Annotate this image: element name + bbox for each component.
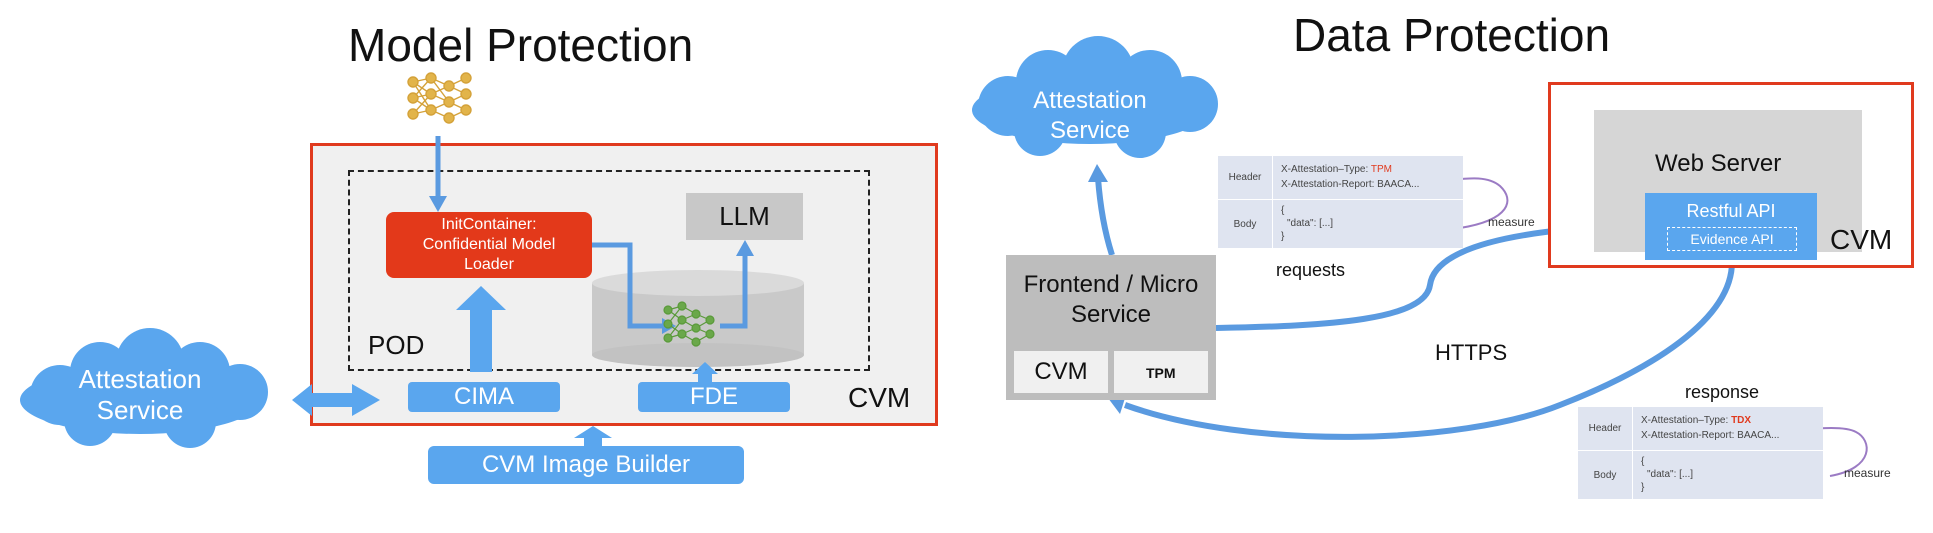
- pod-label: POD: [368, 330, 425, 360]
- request-body-data: "data": [...]: [1287, 218, 1334, 229]
- arrow-cima-to-init: [456, 286, 506, 372]
- cima-box: CIMA: [408, 382, 560, 412]
- request-body-value-cell: { "data": [...] }: [1273, 200, 1463, 248]
- model-protection-title: Model Protection: [348, 19, 694, 71]
- attestation-cloud-right-icon: [972, 36, 1218, 158]
- arrow-model-to-init: [429, 136, 447, 212]
- response-body-label-cell: Body: [1578, 451, 1633, 499]
- response-body-value-cell: { "data": [...] }: [1633, 451, 1823, 499]
- response-table: Header X-Attestation–Type: TDX X-Attesta…: [1578, 407, 1823, 499]
- pod-boundary: [348, 170, 870, 371]
- request-type-prefix: X-Attestation–Type:: [1281, 164, 1371, 175]
- model-cvm-label: CVM: [848, 382, 911, 413]
- tpm-box: [1114, 351, 1208, 393]
- frontend-service-box: Frontend / Micro Service CVM: [1006, 255, 1216, 400]
- response-type-prefix: X-Attestation–Type:: [1641, 415, 1732, 426]
- cima-label: CIMA: [454, 383, 514, 410]
- response-body-label: Body: [1593, 469, 1617, 481]
- response-header-value-cell: X-Attestation–Type: TDX X-Attestation-Re…: [1633, 407, 1823, 451]
- model-network-icon-green: [663, 301, 715, 347]
- server-cvm-label: CVM: [1830, 224, 1893, 255]
- frontend-service-label: Frontend / Micro Service: [1023, 271, 1199, 328]
- attestation-service-left-label: Attestation Service: [78, 364, 202, 425]
- evidence-api-box: Evidence API: [1667, 227, 1797, 251]
- init-container-box: InitContainer: Confidential Model Loader: [386, 212, 592, 278]
- frontend-cvm-label: CVM: [1034, 358, 1088, 385]
- arrow-attestation-cima: [292, 384, 380, 416]
- fde-box: FDE: [638, 382, 790, 412]
- attestation-service-right-label: Attestation Service: [1033, 87, 1147, 144]
- arrow-fde-to-disk: [692, 362, 718, 384]
- request-body-open: {: [1281, 205, 1285, 216]
- arrow-frontend-to-attestation: [1088, 164, 1115, 256]
- request-body-close: }: [1281, 231, 1285, 242]
- fde-label: FDE: [690, 383, 738, 410]
- request-type-value: TPM: [1370, 164, 1392, 175]
- restful-api-box: Restful API Evidence API: [1645, 193, 1817, 260]
- response-header-label: Header: [1588, 423, 1622, 434]
- response-report: X-Attestation-Report: BAACA...: [1641, 430, 1780, 441]
- encrypted-disk-icon: [592, 270, 804, 367]
- request-header-value-cell: X-Attestation–Type: TPM X-Attestation-Re…: [1273, 156, 1463, 200]
- response-body-close: }: [1641, 482, 1645, 493]
- data-protection-title: Data Protection: [1293, 9, 1611, 61]
- request-body-label-cell: Body: [1218, 200, 1273, 248]
- request-report: X-Attestation-Report: BAACA...: [1281, 179, 1420, 190]
- cvm-image-builder-label: CVM Image Builder: [481, 451, 691, 478]
- request-body-label: Body: [1233, 218, 1257, 230]
- frontend-cvm-box: CVM: [1014, 351, 1108, 393]
- cvm-image-builder-box: CVM Image Builder: [428, 446, 744, 484]
- request-header-label-cell: Header: [1218, 156, 1273, 200]
- request-measure-label: measure: [1488, 215, 1535, 229]
- response-body-open: {: [1641, 456, 1645, 467]
- llm-box: LLM: [686, 193, 803, 240]
- model-network-icon-gold: [407, 72, 472, 124]
- attestation-cloud-left-icon: [20, 328, 268, 448]
- tpm-label: TPM: [1146, 365, 1176, 381]
- arrow-disk-to-llm: [720, 240, 754, 329]
- https-label: HTTPS: [1435, 340, 1508, 365]
- response-type-value: TDX: [1731, 415, 1752, 426]
- llm-label: LLM: [719, 201, 770, 231]
- init-container-label: InitContainer: Confidential Model Loader: [422, 216, 556, 273]
- response-measure-label: measure: [1844, 466, 1891, 480]
- response-header-label-cell: Header: [1578, 407, 1633, 451]
- response-body-data: "data": [...]: [1647, 469, 1694, 480]
- evidence-api-label: Evidence API: [1690, 231, 1774, 247]
- requests-label: requests: [1276, 260, 1346, 280]
- request-header-label: Header: [1228, 172, 1262, 183]
- restful-api-label: Restful API: [1686, 200, 1776, 221]
- web-server-label: Web Server: [1655, 150, 1782, 177]
- response-label: response: [1685, 382, 1760, 402]
- request-table: Header X-Attestation–Type: TPM X-Attesta…: [1218, 156, 1463, 248]
- arrow-builder-to-cvm: [574, 426, 612, 448]
